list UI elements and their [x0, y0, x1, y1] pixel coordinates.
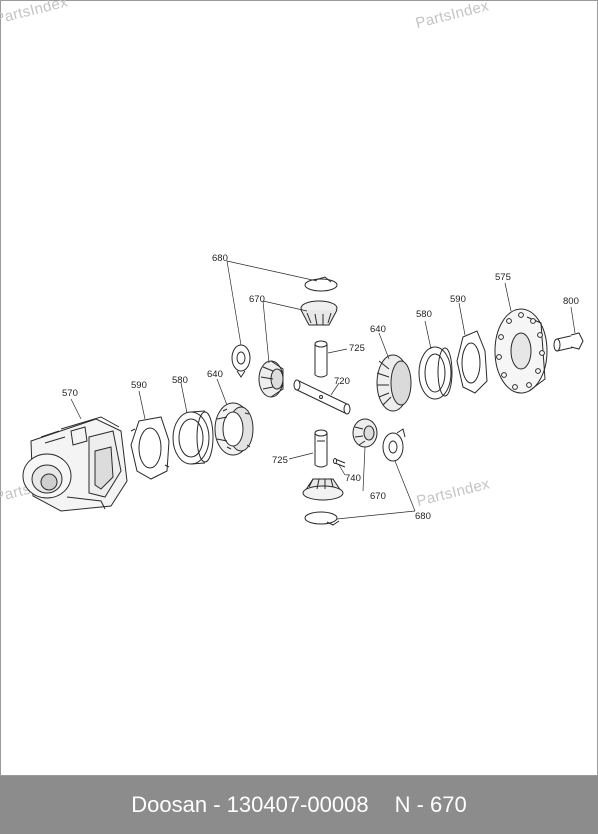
differential-case-570	[22, 416, 128, 512]
callout-640-right: 640	[370, 324, 386, 335]
callout-720: 720	[334, 376, 350, 387]
pinion-gear-670-left	[258, 360, 284, 398]
callout-575: 575	[495, 272, 511, 283]
callout-590-right: 590	[450, 294, 466, 305]
footer-bar: Doosan - 130407-00008 N - 670	[0, 776, 598, 834]
callout-725-bottom: 725	[272, 455, 288, 466]
bolt-800	[553, 332, 584, 352]
diagram-artwork	[22, 260, 584, 526]
callout-640-left: 640	[207, 369, 223, 380]
callout-570: 570	[62, 388, 78, 399]
thrust-washer-680-bottom	[304, 511, 340, 526]
thrust-washer-680-top	[304, 276, 338, 292]
callout-580-left: 580	[172, 375, 188, 386]
thrust-washer-680-left	[231, 344, 251, 378]
flange-cover-575	[494, 308, 548, 394]
footer-reference: N - 670	[394, 792, 467, 817]
leader-lines	[70, 260, 576, 520]
shaft-725-top	[314, 340, 328, 378]
callout-670-bottom: 670	[370, 491, 386, 502]
side-gear-640-right	[376, 354, 412, 412]
pinion-gear-670-bottom	[302, 478, 344, 501]
roll-pin-740	[333, 458, 346, 468]
bearing-580-right	[418, 346, 453, 400]
exploded-parts-diagram: PartsIndex PartsIndex PartsIndex PartsIn…	[0, 0, 598, 776]
shaft-725-bottom	[314, 429, 328, 468]
pinion-gear-670-top	[300, 300, 338, 326]
callout-800: 800	[563, 296, 579, 307]
thrust-washer-680-right	[382, 428, 406, 462]
callout-740: 740	[345, 473, 361, 484]
callout-680-top: 680	[212, 253, 228, 264]
pinion-gear-670-right	[352, 418, 378, 448]
side-gear-640-left	[214, 402, 254, 456]
callout-670-top: 670	[249, 294, 265, 305]
gasket-590-right	[456, 330, 488, 394]
gasket-590-left	[130, 416, 170, 480]
callout-590-left: 590	[131, 380, 147, 391]
cross-shaft-720	[293, 379, 351, 415]
callout-580-right: 580	[416, 309, 432, 320]
bearing-580-left	[172, 410, 214, 465]
callout-725-top: 725	[349, 343, 365, 354]
callout-680-bottom: 680	[415, 511, 431, 522]
footer-brand-part-number: Doosan - 130407-00008	[131, 792, 369, 817]
